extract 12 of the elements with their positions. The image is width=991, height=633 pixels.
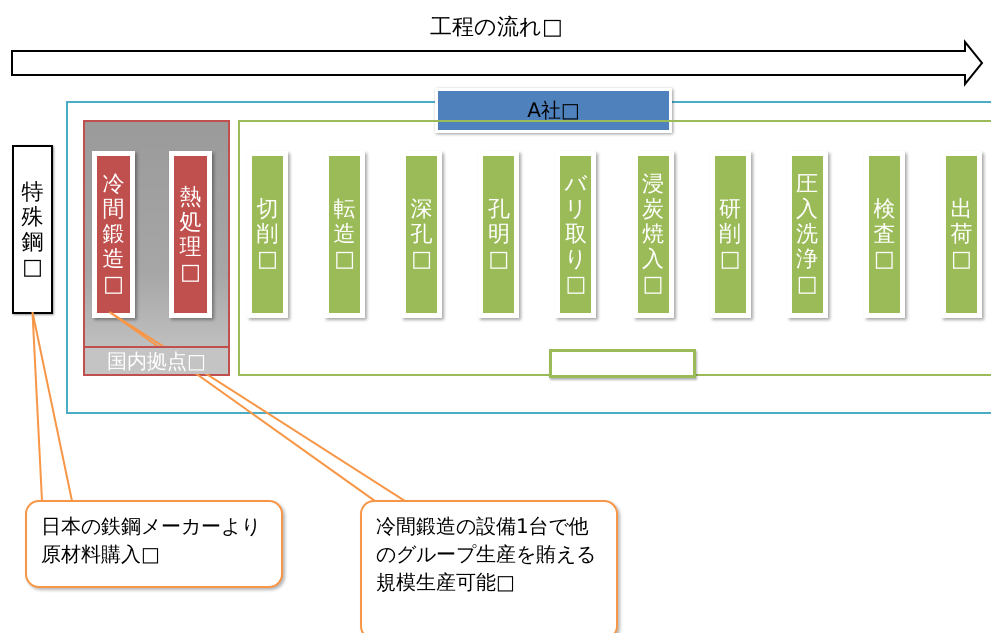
empty-box xyxy=(549,349,696,378)
group-label: 国内拠点□ xyxy=(85,346,228,374)
material-box: 特殊鋼□ xyxy=(12,145,53,314)
process-box: 冷間鍛造□ xyxy=(92,151,135,318)
callout-box: 冷間鍛造の設備1台で他のグループ生産を賄える規模生産可能□ xyxy=(360,500,618,633)
title: 工程の流れ□ xyxy=(430,14,563,42)
callout-box: 日本の鉄鋼メーカーより原材料購入□ xyxy=(25,500,283,588)
process-box: 熱処理□ xyxy=(169,151,212,318)
leader-line xyxy=(32,311,73,502)
heading-tab: A社□ xyxy=(435,88,672,133)
site-group xyxy=(83,120,230,376)
process-group xyxy=(238,120,991,376)
